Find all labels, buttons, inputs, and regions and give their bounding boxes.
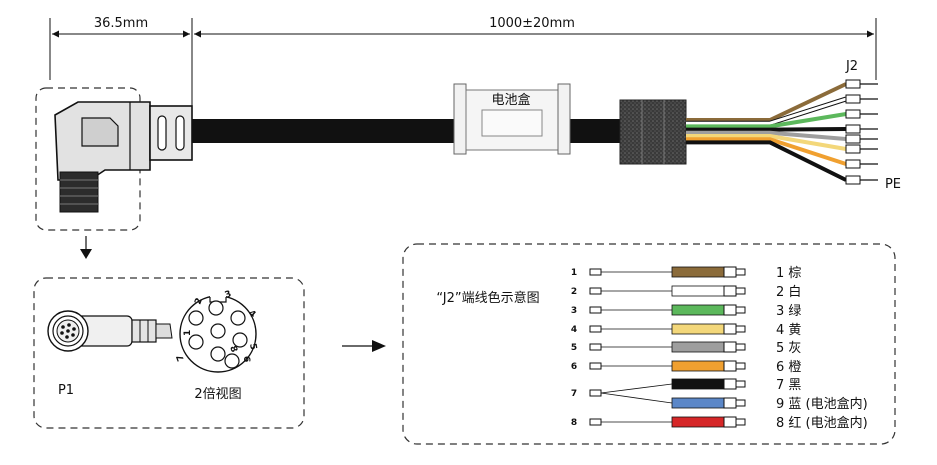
legend-row: 6 6 橙 (571, 360, 802, 375)
face-pin-2: 2 (193, 297, 205, 306)
pe-label: PE (885, 177, 901, 192)
cable-length-label: 1000±20mm (489, 16, 575, 31)
j2-label: J2 (845, 59, 858, 74)
main-cable-right (570, 119, 622, 143)
legend-color-label: 4 黄 (776, 323, 801, 338)
legend-color-label: 6 橙 (776, 360, 801, 375)
legend-row: 3 3 绿 (571, 304, 802, 319)
legend-row: 9 蓝 (电池盒内) (600, 392, 868, 412)
legend-color-label: 5 灰 (776, 341, 801, 356)
legend-row: 7 7 黑 (571, 378, 802, 399)
face-pin-1: 1 (183, 330, 193, 336)
down-arrow-icon (80, 249, 92, 259)
face-pin-8: 8 (227, 345, 239, 354)
fanout-wire (686, 140, 878, 185)
legend-row: 4 4 黄 (571, 323, 802, 338)
legend-row: 1 1 棕 (571, 266, 802, 281)
p1-connector-drawing (47, 310, 173, 352)
legend-color-label: 3 绿 (776, 304, 801, 319)
fanout-wire (686, 94, 878, 126)
legend-pin-number: 2 (571, 287, 577, 297)
fanout-wire (686, 124, 878, 134)
connector-body (54, 101, 193, 213)
dimension-lines: 36.5mm 1000±20mm (49, 16, 877, 110)
magnified-view-label: 2倍视图 (194, 387, 241, 402)
battery-box: 电池盒 (453, 83, 571, 155)
legend-pin-number: 1 (571, 268, 577, 278)
legend-color-label: 9 蓝 (电池盒内) (776, 396, 868, 412)
legend-row: 2 2 白 (571, 284, 802, 300)
face-pin-3: 3 (224, 289, 233, 301)
legend-pin-number: 6 (571, 362, 577, 372)
fanout-wire (686, 109, 878, 129)
legend-pin-number: 3 (571, 306, 577, 316)
connector-length-label: 36.5mm (94, 16, 148, 31)
j2-fanout-wires (686, 79, 878, 185)
right-arrow-icon (372, 340, 386, 352)
fanout-wire (686, 134, 878, 154)
fanout-wire (686, 79, 878, 122)
legend-color-label: 8 红 (电池盒内) (776, 415, 868, 431)
legend-pin-number: 8 (571, 418, 577, 428)
p1-panel (33, 277, 305, 429)
legend-title: “J2”端线色示意图 (436, 290, 539, 306)
legend-pin-number: 5 (571, 343, 577, 353)
face-pin-6: 6 (241, 356, 251, 362)
legend-row: 5 5 灰 (571, 341, 802, 356)
fanout-wire (686, 137, 878, 169)
cable-sleeve (619, 99, 687, 165)
legend-color-label: 2 白 (776, 284, 801, 300)
battery-box-label: 电池盒 (491, 92, 530, 108)
face-pin-7: 7 (175, 353, 187, 362)
face-pin-5: 5 (247, 343, 258, 351)
legend-row: 8 8 红 (电池盒内) (571, 415, 868, 431)
legend-pin-number: 4 (571, 325, 577, 335)
legend-pin-number: 7 (571, 389, 577, 399)
legend-panel (402, 243, 896, 445)
face-pin-4: 4 (246, 309, 257, 321)
p1-label: P1 (58, 383, 74, 398)
main-cable-left (192, 119, 454, 143)
fanout-wire (686, 130, 878, 144)
magnified-face: 2 3 4 5 7 8 1 6 (175, 289, 258, 373)
legend-color-label: 1 棕 (776, 266, 801, 281)
legend-color-label: 7 黑 (776, 378, 801, 393)
